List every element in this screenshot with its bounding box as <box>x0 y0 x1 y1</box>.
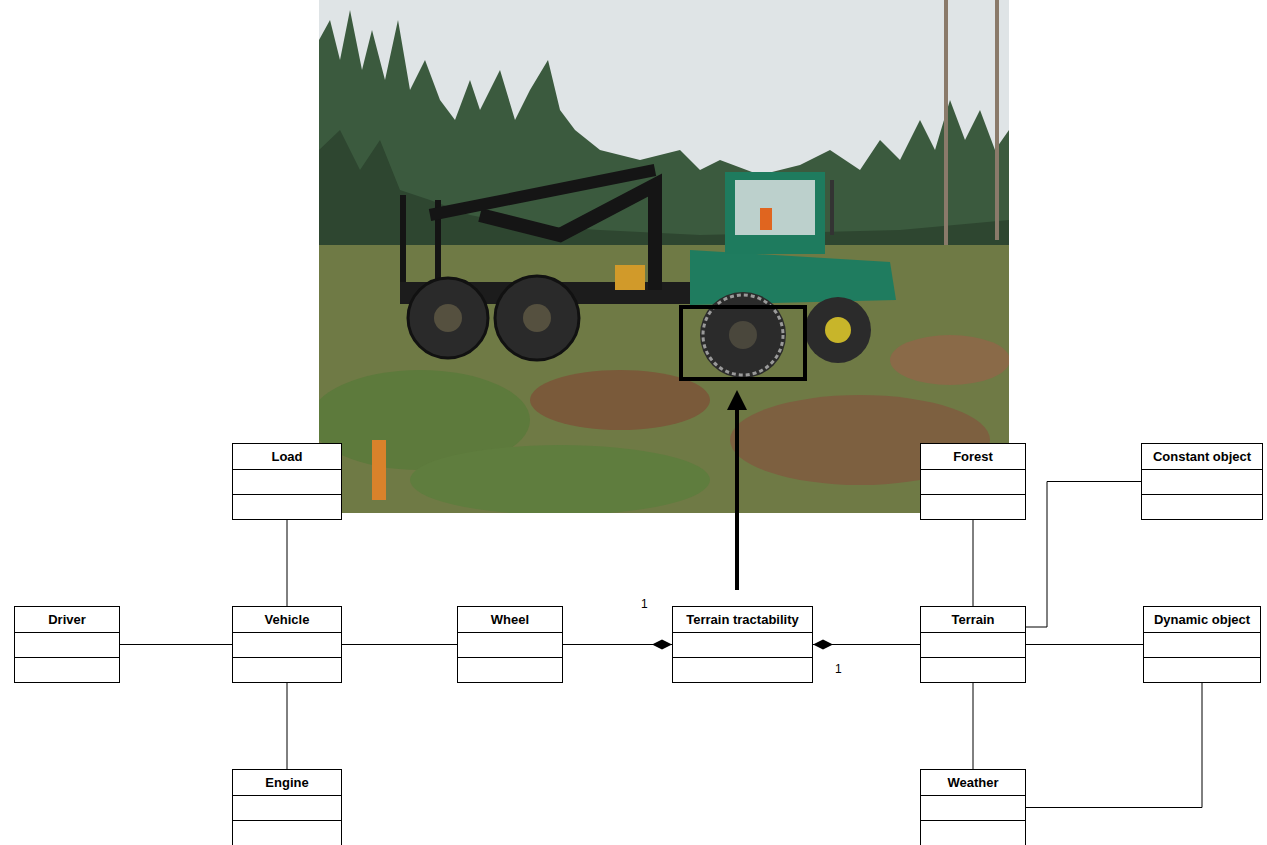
attribute-compartment <box>921 470 1025 495</box>
attribute-compartment <box>233 796 341 821</box>
operation-compartment <box>921 821 1025 845</box>
operation-compartment <box>1144 658 1260 682</box>
association-line <box>1026 482 1141 628</box>
class-name: Terrain tractability <box>682 607 802 632</box>
association-line <box>120 644 232 645</box>
multiplicity: 1 <box>640 597 649 611</box>
class-name: Dynamic object <box>1150 607 1254 632</box>
class-name-compartment: Load <box>233 444 341 470</box>
association-line <box>973 520 974 606</box>
class-box: Constant object <box>1141 443 1263 520</box>
class-name-compartment: Forest <box>921 444 1025 470</box>
attribute-compartment <box>233 633 341 658</box>
class-name: Weather <box>943 770 1002 795</box>
operation-compartment <box>233 658 341 682</box>
association-line <box>973 683 974 769</box>
class-box: Driver <box>14 606 120 683</box>
attribute-compartment <box>1144 633 1260 658</box>
class-name-compartment: Weather <box>921 770 1025 796</box>
class-name: Forest <box>949 444 997 469</box>
attribute-compartment <box>921 796 1025 821</box>
class-name-compartment: Terrain <box>921 607 1025 633</box>
class-name-compartment: Dynamic object <box>1144 607 1260 633</box>
attribute-compartment <box>233 470 341 495</box>
class-box: Terrain tractability <box>672 606 813 683</box>
class-box: Vehicle <box>232 606 342 683</box>
class-box: Load <box>232 443 342 520</box>
association-line <box>813 644 920 645</box>
pointer-arrowhead <box>727 390 747 410</box>
association-line <box>563 644 672 645</box>
multiplicity: 1 <box>834 662 843 676</box>
association-line <box>1026 644 1143 645</box>
class-name: Driver <box>44 607 90 632</box>
class-box: Weather <box>920 769 1026 845</box>
association-line <box>287 683 288 769</box>
pointer-arrow <box>735 408 739 590</box>
class-name-compartment: Engine <box>233 770 341 796</box>
association-line <box>287 520 288 606</box>
class-box: Engine <box>232 769 342 845</box>
operation-compartment <box>921 495 1025 519</box>
class-name: Wheel <box>487 607 533 632</box>
class-name: Load <box>267 444 306 469</box>
operation-compartment <box>15 658 119 682</box>
class-name: Constant object <box>1149 444 1255 469</box>
operation-compartment <box>458 658 562 682</box>
operation-compartment <box>673 658 812 682</box>
class-name: Engine <box>261 770 312 795</box>
operation-compartment <box>233 495 341 519</box>
class-name-compartment: Wheel <box>458 607 562 633</box>
attribute-compartment <box>1142 470 1262 495</box>
attribute-compartment <box>673 633 812 658</box>
class-name-compartment: Terrain tractability <box>673 607 812 633</box>
photo-scene <box>319 0 1009 513</box>
operation-compartment <box>921 658 1025 682</box>
class-name-compartment: Vehicle <box>233 607 341 633</box>
association-line <box>342 644 457 645</box>
class-name: Vehicle <box>261 607 314 632</box>
class-name-compartment: Constant object <box>1142 444 1262 470</box>
class-box: Forest <box>920 443 1026 520</box>
operation-compartment <box>1142 495 1262 519</box>
class-box: Dynamic object <box>1143 606 1261 683</box>
association-line <box>1026 683 1202 808</box>
class-name-compartment: Driver <box>15 607 119 633</box>
attribute-compartment <box>15 633 119 658</box>
attribute-compartment <box>458 633 562 658</box>
class-box: Wheel <box>457 606 563 683</box>
class-name: Terrain <box>947 607 998 632</box>
class-box: Terrain <box>920 606 1026 683</box>
attribute-compartment <box>921 633 1025 658</box>
operation-compartment <box>233 821 341 845</box>
